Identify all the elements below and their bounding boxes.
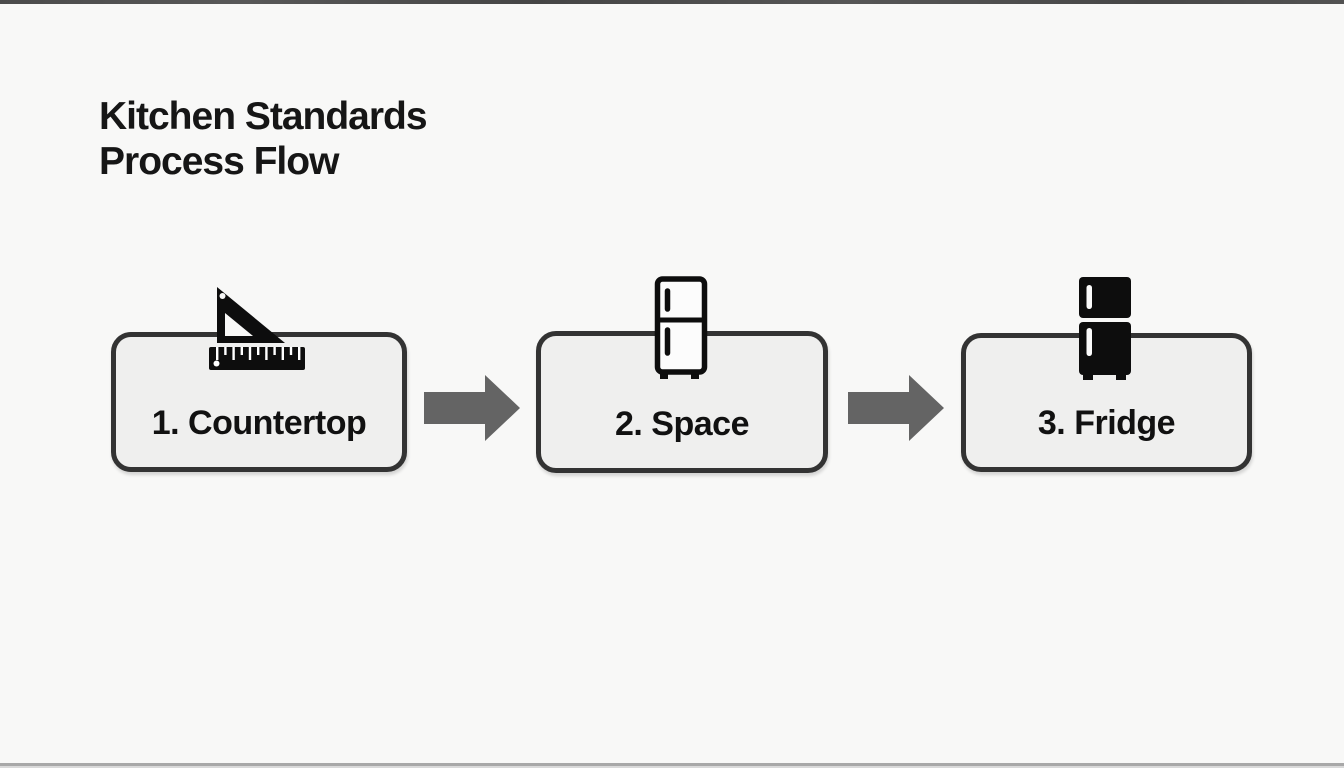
page-title: Kitchen Standards Process Flow [99, 94, 428, 184]
step-label-fridge: 3. Fridge [1037, 404, 1176, 442]
fridge-outline-icon [654, 276, 708, 379]
flow-arrow-2-icon [848, 375, 944, 441]
top-edge-strip [0, 0, 1344, 4]
flow-arrow-1-icon [424, 375, 520, 441]
step-label-space: 2. Space [615, 404, 749, 443]
step-box-fridge: 3. Fridge [961, 333, 1252, 472]
step-label-countertop: 1. Countertop [151, 403, 367, 442]
bottom-edge-strip [0, 763, 1344, 768]
fridge-solid-icon [1079, 277, 1131, 380]
title-line-1: Kitchen Standards [99, 95, 428, 138]
ruler-set-square-icon [209, 287, 305, 370]
title-line-2: Process Flow [99, 140, 339, 183]
